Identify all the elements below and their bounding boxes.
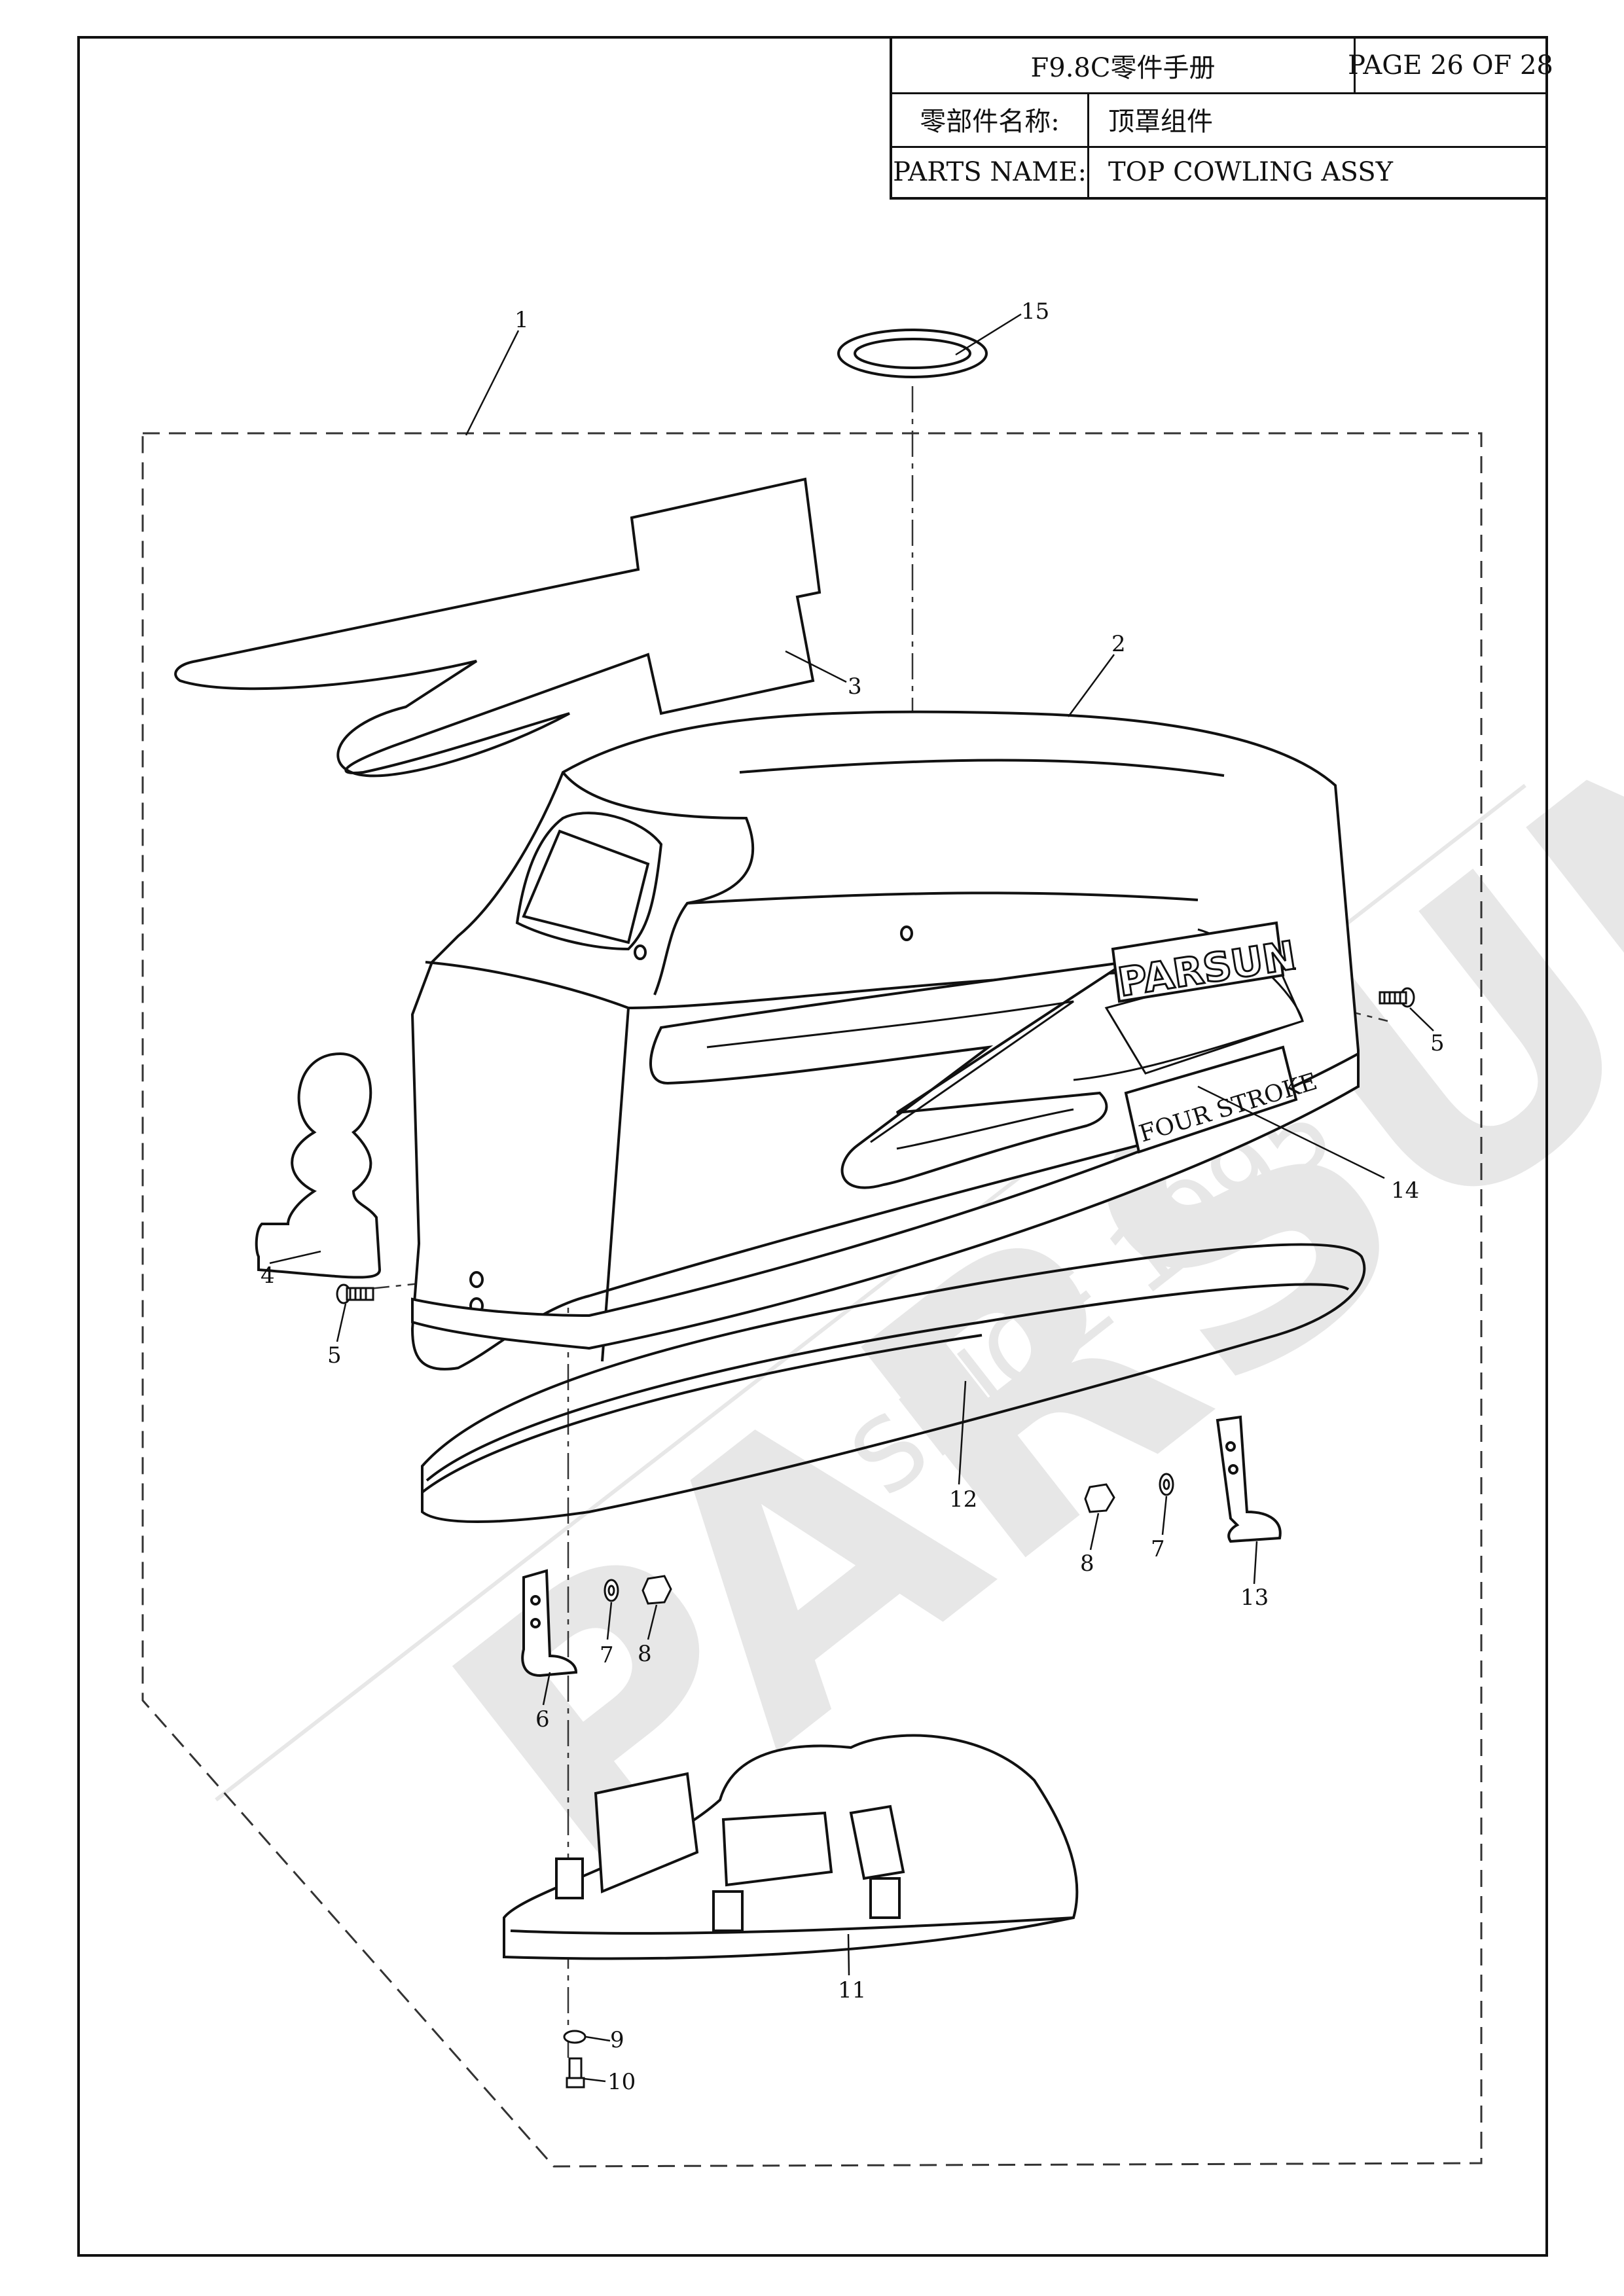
page-number: PAGE 26 OF 28 xyxy=(1348,50,1553,81)
part-6-bracket xyxy=(521,1569,578,1677)
part-8-nut-left xyxy=(641,1575,672,1605)
callout-7-right: 7 xyxy=(1151,1536,1165,1562)
part-3-decal xyxy=(174,477,821,778)
part-5-screw-right xyxy=(1379,987,1415,1008)
parts-name-en-row: PARTS NAME: TOP COWLING ASSY xyxy=(892,146,1545,198)
assembly-boundary xyxy=(141,432,1483,2168)
callout-8-right: 8 xyxy=(1080,1551,1094,1577)
callout-8-left: 8 xyxy=(638,1641,652,1667)
part-7-washer-left xyxy=(604,1579,619,1602)
parts-name-label-cn: 零部件名称: xyxy=(892,92,1089,146)
callout-7-left: 7 xyxy=(600,1642,614,1668)
callout-9: 9 xyxy=(610,2027,624,2053)
part-13-bracket xyxy=(1216,1415,1282,1543)
part-9-washer xyxy=(563,2030,586,2044)
part-7-washer-right xyxy=(1159,1473,1174,1496)
callout-6: 6 xyxy=(535,1706,550,1732)
callout-3: 3 xyxy=(848,673,862,700)
callout-4: 4 xyxy=(261,1263,275,1289)
manual-title: F9.8C零件手册 xyxy=(892,39,1356,92)
part-15-ring xyxy=(837,329,988,378)
callout-10: 10 xyxy=(607,2069,636,2095)
callouts: 1 2 3 4 5 5 6 7 7 8 8 9 10 11 12 13 14 1… xyxy=(261,298,1445,2095)
parts-name-cn-row: 零部件名称: 顶罩组件 xyxy=(892,92,1545,148)
part-5-screw-left xyxy=(336,1283,374,1304)
callout-13: 13 xyxy=(1240,1585,1269,1611)
callout-2: 2 xyxy=(1111,631,1126,657)
part-12-seal xyxy=(421,1243,1366,1523)
title-block: F9.8C零件手册 PAGE 26 OF 28 零部件名称: 顶罩组件 PART… xyxy=(890,36,1553,200)
part-2-top-cowling xyxy=(410,710,1360,1371)
parts-name-label-en: PARTS NAME: xyxy=(892,146,1089,198)
parts-name-value-en: TOP COWLING ASSY xyxy=(1108,157,1394,187)
title-row: F9.8C零件手册 PAGE 26 OF 28 xyxy=(892,39,1553,94)
callout-12: 12 xyxy=(949,1486,977,1513)
callout-5-right: 5 xyxy=(1430,1030,1445,1056)
drawing-frame xyxy=(77,36,1548,2257)
part-11-bottom-tray xyxy=(503,1734,1079,1960)
part-4-grommet xyxy=(255,1052,382,1279)
callout-5-left: 5 xyxy=(327,1342,342,1369)
callout-14: 14 xyxy=(1391,1177,1419,1204)
callout-11: 11 xyxy=(838,1977,866,2003)
part-8-nut-right xyxy=(1084,1483,1115,1513)
parts-name-value-cn: 顶罩组件 xyxy=(1108,107,1213,137)
part-10-bolt xyxy=(566,2057,585,2089)
callout-15: 15 xyxy=(1021,298,1049,325)
leader-lines xyxy=(269,313,1434,2083)
callout-1: 1 xyxy=(514,307,529,333)
